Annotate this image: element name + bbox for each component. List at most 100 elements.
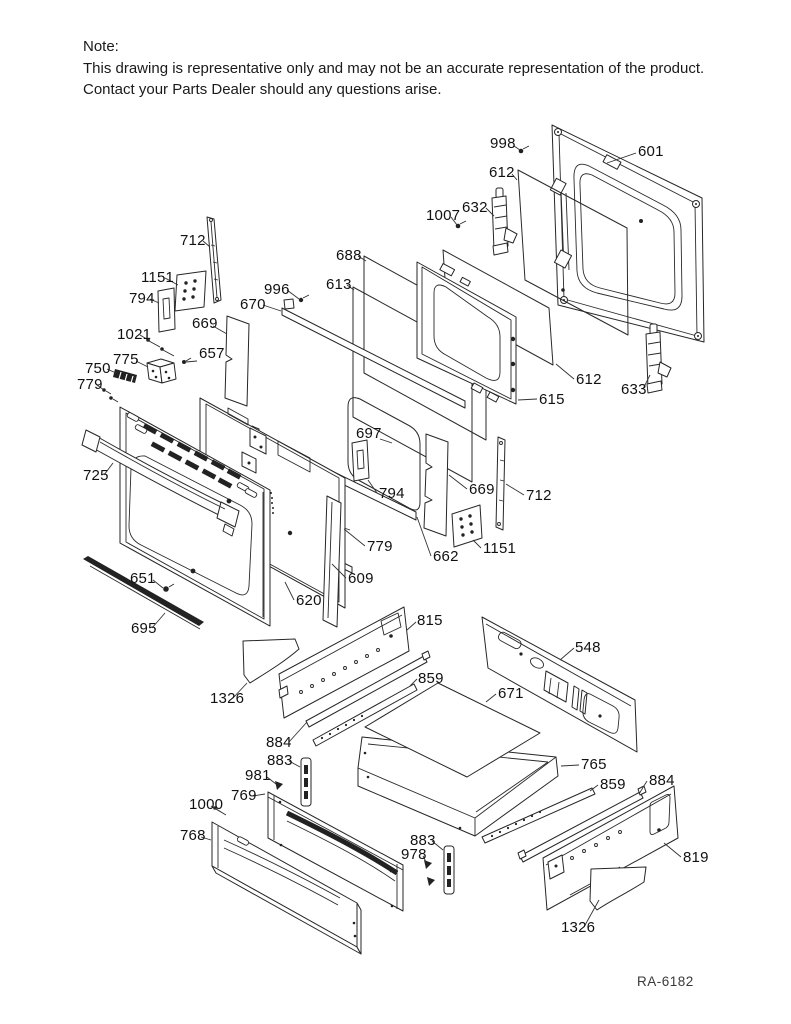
part-996-screw: [298, 294, 310, 303]
part-712-side-trim-left: [206, 216, 222, 304]
note-line-2: Contact your Parts Dealer should any que…: [83, 81, 442, 98]
part-1326-deflector-left: [242, 638, 300, 684]
callout-794-mid: 794: [379, 485, 405, 502]
callout-884-left: 884: [266, 734, 292, 751]
callout-615: 615: [539, 391, 565, 408]
callout-725: 725: [83, 467, 109, 484]
part-859-drawer-slide-bottom: [481, 787, 596, 844]
part-883-bracket-left: [300, 757, 312, 807]
callout-712-left: 712: [180, 232, 206, 249]
callout-978: 978: [401, 846, 427, 863]
callout-712-right: 712: [526, 487, 552, 504]
callout-620: 620: [296, 592, 322, 609]
part-883-bracket-right: [443, 845, 455, 895]
part-998-screw: [518, 145, 530, 154]
part-884-drawer-rail-left: [305, 650, 431, 728]
part-794-bracket-right: [351, 439, 370, 482]
callout-601: 601: [638, 143, 664, 160]
callout-633: 633: [621, 381, 647, 398]
part-548-drawer-back-panel: [481, 616, 638, 753]
callout-794-left: 794: [129, 290, 155, 307]
part-671-drawer-cover-sheet: [364, 682, 541, 778]
part-859-drawer-slide-left: [312, 683, 418, 747]
callout-1021: 1021: [117, 326, 151, 343]
callout-1000: 1000: [189, 796, 223, 813]
callout-1326-left: 1326: [210, 690, 244, 707]
vent-slats: [142, 423, 242, 489]
callout-1326-right: 1326: [561, 919, 595, 936]
callout-884-bottom: 884: [649, 772, 675, 789]
note-block: Note: This drawing is representative onl…: [83, 36, 743, 101]
part-612-door-glass-upper: [517, 169, 629, 336]
callout-819: 819: [683, 849, 709, 866]
part-632-door-hinge: [491, 187, 518, 256]
part-669-bracket-left: [224, 315, 250, 407]
part-725-door-handle: [81, 429, 240, 537]
callout-612-right: 612: [576, 371, 602, 388]
callout-leader-lines: [96, 145, 682, 928]
callout-651: 651: [130, 570, 156, 587]
part-601-door-back-frame: [549, 124, 705, 343]
note-heading: Note:: [83, 38, 119, 55]
part-769-drawer-front-inner: [267, 791, 404, 912]
callout-662: 662: [433, 548, 459, 565]
callout-775: 775: [113, 351, 139, 368]
callout-815: 815: [417, 612, 443, 629]
part-657-screw: [182, 357, 192, 364]
callout-981: 981: [245, 767, 271, 784]
part-695-bottom-trim: [83, 556, 204, 630]
callout-765: 765: [581, 756, 607, 773]
callout-769: 769: [231, 787, 257, 804]
part-1151-spacer-plate-left: [174, 270, 207, 312]
callout-548: 548: [575, 639, 601, 656]
callout-1151-left: 1151: [141, 269, 174, 286]
callout-883-left: 883: [267, 752, 293, 769]
note-line-1: This drawing is representative only and …: [83, 59, 705, 77]
part-779-screws-left: [102, 388, 119, 403]
callout-859-left: 859: [418, 670, 444, 687]
part-775-bracket: [146, 358, 177, 384]
part-978-screws: [424, 860, 435, 886]
callout-632: 632: [462, 199, 488, 216]
part-794-bracket-left: [157, 287, 176, 333]
callout-768: 768: [180, 827, 206, 844]
callout-996: 996: [264, 281, 290, 298]
callout-613: 613: [326, 276, 352, 293]
callout-859-bottom: 859: [600, 776, 626, 793]
callout-labels: 998 601 612 632 1007 712 1151 794 996 67…: [77, 135, 709, 936]
drawing-number: RA-6182: [637, 974, 694, 989]
callout-609: 609: [348, 570, 374, 587]
part-819-drawer-support-panel-right: [542, 785, 679, 911]
oven-door-assembly: [81, 124, 705, 684]
part-884-drawer-rail-bottom: [517, 785, 647, 863]
part-768-drawer-front-outer: [211, 821, 362, 955]
callout-779-mid: 779: [367, 538, 393, 555]
part-815-drawer-support-panel-left: [278, 606, 410, 719]
callout-998: 998: [490, 135, 516, 152]
callout-750: 750: [85, 360, 111, 377]
callout-669-mid: 669: [469, 481, 495, 498]
callout-697: 697: [356, 425, 382, 442]
callout-669-left: 669: [192, 315, 218, 332]
part-981-screw: [275, 781, 283, 790]
callout-657: 657: [199, 345, 225, 362]
callout-1007: 1007: [426, 207, 460, 224]
callout-671: 671: [498, 685, 524, 702]
callout-1151-mid: 1151: [483, 540, 516, 557]
callout-670: 670: [240, 296, 266, 313]
part-670-trim-strip: [281, 298, 466, 409]
part-615-inner-door-frame: [416, 261, 517, 405]
part-750-clip: [113, 369, 137, 384]
callout-612-top: 612: [489, 164, 515, 181]
callout-883-right: 883: [410, 832, 436, 849]
warming-drawer-assembly: [211, 606, 679, 955]
callout-695: 695: [131, 620, 157, 637]
callout-779-left: 779: [77, 376, 103, 393]
part-651-screw: [163, 583, 175, 592]
part-1151-spacer-plate-right: [451, 504, 483, 548]
part-669-bracket-right: [423, 433, 449, 537]
part-712-side-trim-right: [495, 436, 506, 531]
part-door-front-panel: [119, 406, 274, 627]
